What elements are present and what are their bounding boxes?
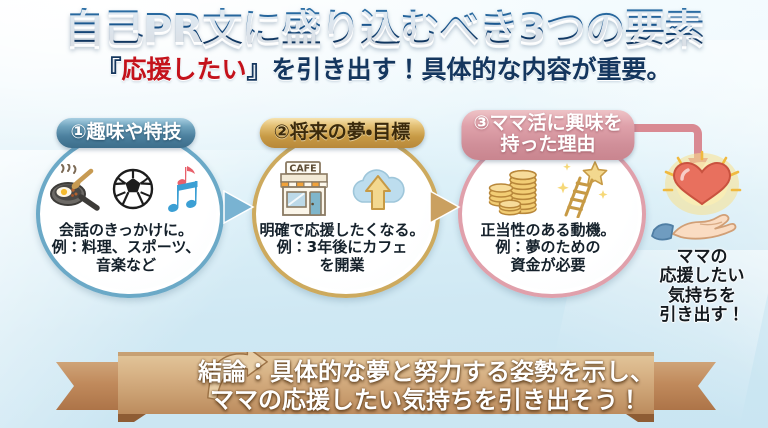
card-desc-line: 音楽など [95,255,156,274]
outcome-text: ママの 応援したい 気持ちを 引き出す！ [640,247,764,326]
step-card-reason[interactable]: ③ママ活に興味を 持った理由 [450,110,646,298]
card-badge-dream: ②将来の夢・目標 [259,118,425,149]
card-badge-label-second: 持った理由 [500,133,596,156]
outcome-line: 応援したい [659,266,745,287]
subtitle-rest: を引き出す！具体的な内容が重要。 [271,55,672,84]
card-desc-line: を開業 [319,255,365,274]
card-badge-reason: ③ママ活に興味を 持った理由 [461,110,635,160]
card-desc-line: 正当性のある動機。 [480,221,616,239]
subtitle-highlight: 応援したい [121,55,247,84]
subtitle-close-bracket: 』 [246,55,272,84]
card-desc-line: 例：料理、スポーツ、 [51,238,201,257]
card-desc-line: 会話のきっかけに。 [59,221,193,239]
card-badge-label: ③ママ活に興味を [473,112,623,134]
card-badge-label: ①趣味や特技 [70,121,182,143]
card-badge-hobby: ①趣味や特技 [56,118,196,149]
card-desc-reason: 正当性のある動機。 例：夢のための 資金が必要 [458,221,638,274]
music-note-icon [161,163,205,219]
outcome-line: 気持ちを [668,285,736,306]
subtitle-open-bracket: 『 [96,55,122,84]
outcome-block: ママの 応援したい 気持ちを 引き出す！ [640,150,764,360]
outcome-line: ママの [676,247,728,267]
arrow-card2-to-card3 [428,186,462,228]
card-desc-line: 例：3年後にカフェ [276,238,408,257]
coin-stack-icon [486,161,548,221]
card-icons-hobby [36,160,216,222]
card-desc-line: 明確で応援したくなる。 [259,221,425,239]
conclusion-line: 結論：具体的な夢と努力する姿勢を示し、 [198,358,654,386]
step-card-hobby[interactable]: ①趣味や特技 [28,116,224,298]
storefront-sign-text: CAFE [289,164,316,175]
card-badge-label: ②将来の夢・目標 [273,121,411,143]
card-icons-reason [458,160,638,222]
card-desc-hobby: 会話のきっかけに。 例：料理、スポーツ、 音楽など [36,221,216,274]
conclusion-text: 結論：具体的な夢と努力する姿勢を示し、 ママの応援したい気持ちを引き出そう！ [176,358,676,415]
step-card-dream[interactable]: ②将来の夢・目標 CAFE [244,116,440,298]
outcome-line: 引き出す！ [659,305,745,326]
card-desc-line: 資金が必要 [510,255,586,274]
conclusion-ribbon: 結論：具体的な夢と努力する姿勢を示し、 ママの応援したい気持ちを引き出そう！ [56,352,716,424]
conclusion-line: ママの応援したい気持ちを引き出そう！ [210,386,642,415]
card-icons-dream: CAFE [252,160,432,222]
ladder-star-icon [554,160,610,222]
frying-pan-icon [47,163,105,218]
cafe-storefront-icon: CAFE [275,160,341,222]
soccer-ball-icon [111,167,155,215]
cloud-upload-icon [347,162,409,220]
arrow-card1-to-card2 [222,186,256,228]
page-subtitle: 『応援したい』を引き出す！具体的な内容が重要。 [0,55,768,85]
card-desc-line: 例：夢のための [495,238,601,257]
card-desc-dream: 明確で応援したくなる。 例：3年後にカフェ を開業 [252,221,432,274]
page-title: 自己PR文に盛り込むべき3つの要素 [0,8,768,51]
